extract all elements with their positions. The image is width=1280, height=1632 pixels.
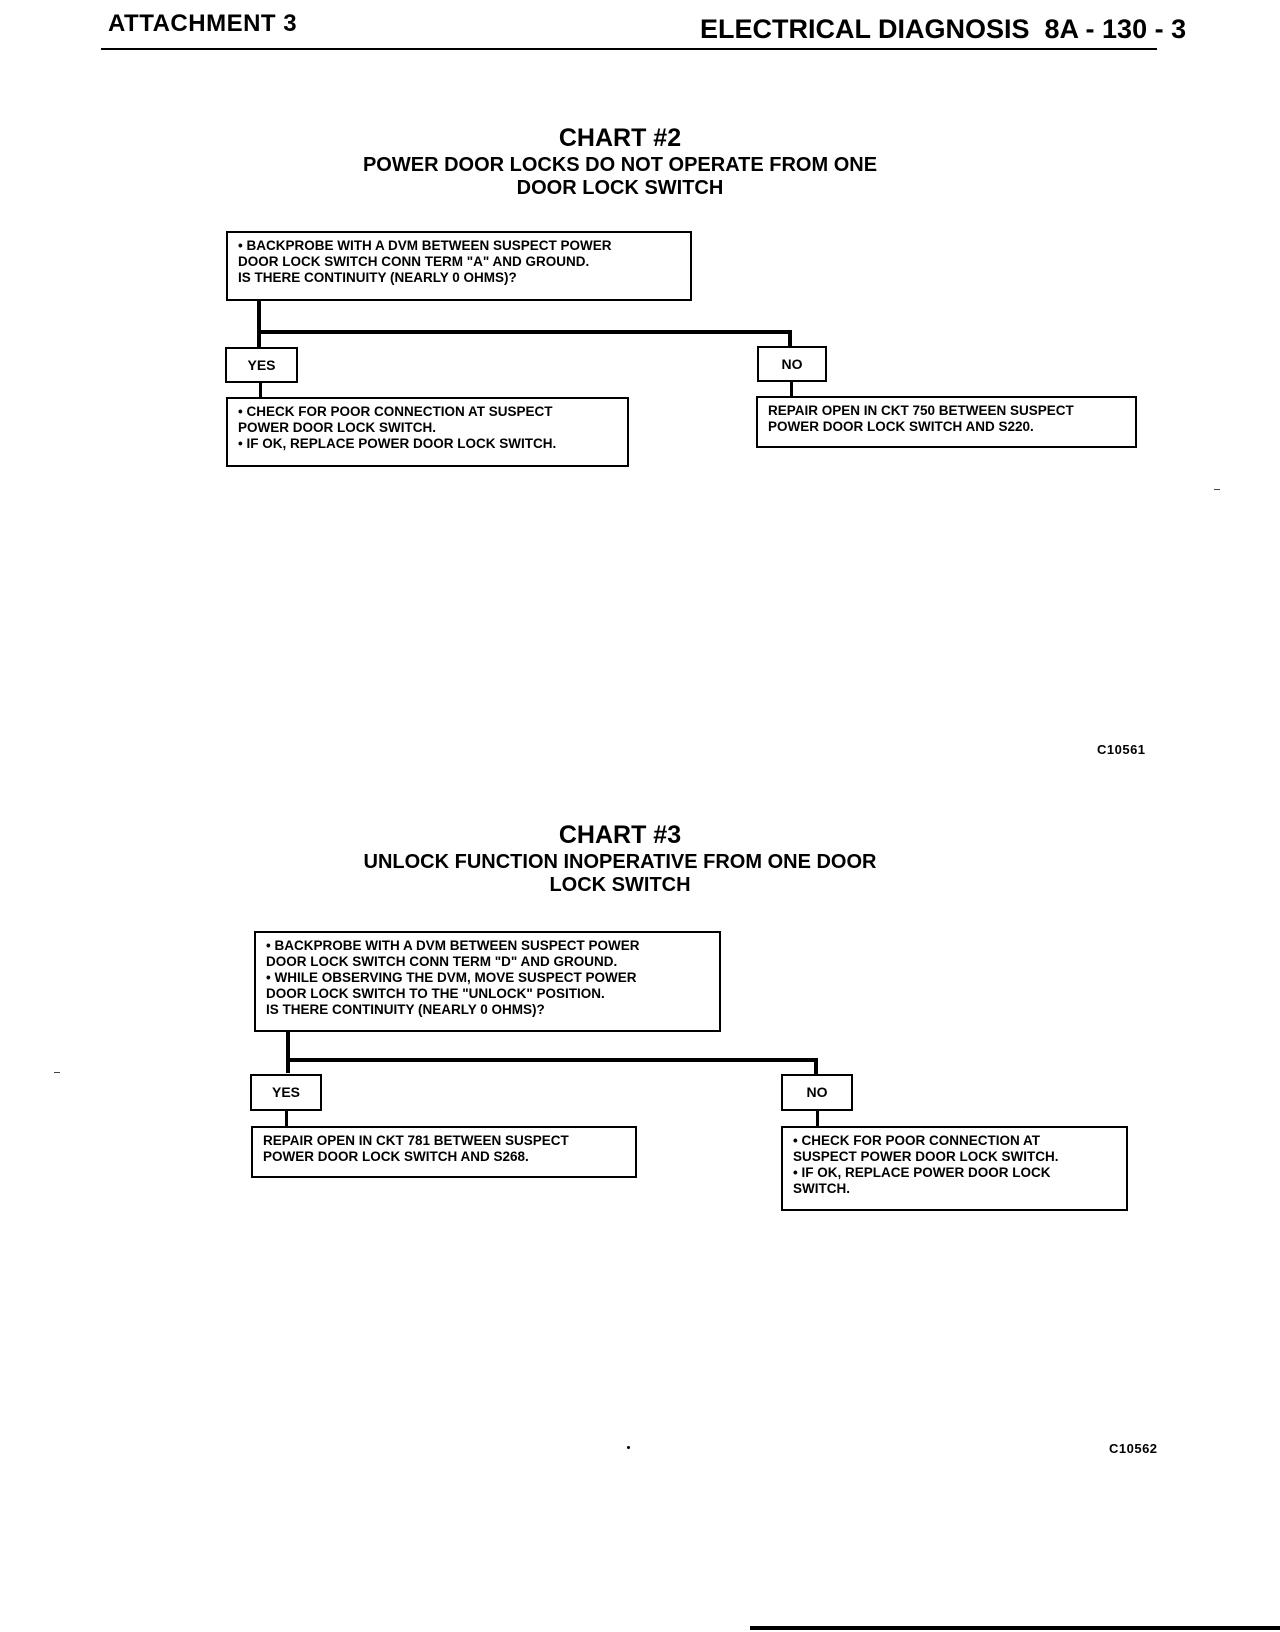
chart-3-connector-no (814, 1058, 818, 1075)
chart-2-code: C10561 (1097, 742, 1146, 757)
chart-2-no-stem (790, 382, 793, 397)
chart-2-yes-action-box: • CHECK FOR POOR CONNECTION AT SUSPECT P… (226, 397, 629, 467)
chart-3-no-action-box: • CHECK FOR POOR CONNECTION AT SUSPECT P… (781, 1126, 1128, 1211)
chart-2-connector-no (788, 330, 792, 347)
attachment-label: ATTACHMENT 3 (108, 10, 298, 37)
scan-speck (627, 1446, 630, 1449)
chart-2-connector-horizontal (257, 330, 792, 334)
chart-2-subtitle-line1: POWER DOOR LOCKS DO NOT OPERATE FROM ONE (362, 154, 878, 176)
chart-3-subtitle-line1: UNLOCK FUNCTION INOPERATIVE FROM ONE DOO… (363, 851, 877, 873)
chart-3-no-stem (816, 1111, 819, 1126)
chart-2-yes-stem (259, 383, 262, 398)
chart-3-title: CHART #3 (558, 821, 682, 849)
chart-2-subtitle-line2: DOOR LOCK SWITCH (516, 177, 724, 199)
chart-3-connector-horizontal (286, 1058, 818, 1062)
section-title: ELECTRICAL DIAGNOSIS 8A - 130 - 3 (700, 14, 1187, 44)
chart-3-yes-stem (285, 1111, 288, 1126)
chart-3-connector-trunk (286, 1031, 290, 1073)
scan-mark (1214, 489, 1220, 490)
chart-3-question-box: • BACKPROBE WITH A DVM BETWEEN SUSPECT P… (254, 931, 721, 1032)
chart-2-connector-trunk (257, 300, 261, 349)
chart-3-yes-action-box: REPAIR OPEN IN CKT 781 BETWEEN SUSPECT P… (251, 1126, 637, 1178)
chart-2-no-action-box: REPAIR OPEN IN CKT 750 BETWEEN SUSPECT P… (756, 396, 1137, 448)
scan-mark (54, 1072, 60, 1073)
chart-2-yes-label: YES (225, 347, 298, 383)
chart-3-no-label: NO (781, 1074, 853, 1111)
chart-2-no-label: NO (757, 346, 827, 382)
chart-2-title: CHART #2 (558, 124, 682, 152)
page-edge-shadow (750, 1626, 1280, 1630)
chart-3-code: C10562 (1109, 1441, 1158, 1456)
chart-2-question-box: • BACKPROBE WITH A DVM BETWEEN SUSPECT P… (226, 231, 692, 301)
chart-3-yes-label: YES (250, 1074, 322, 1111)
header-rule (101, 48, 1157, 50)
chart-3-subtitle-line2: LOCK SWITCH (549, 874, 691, 896)
